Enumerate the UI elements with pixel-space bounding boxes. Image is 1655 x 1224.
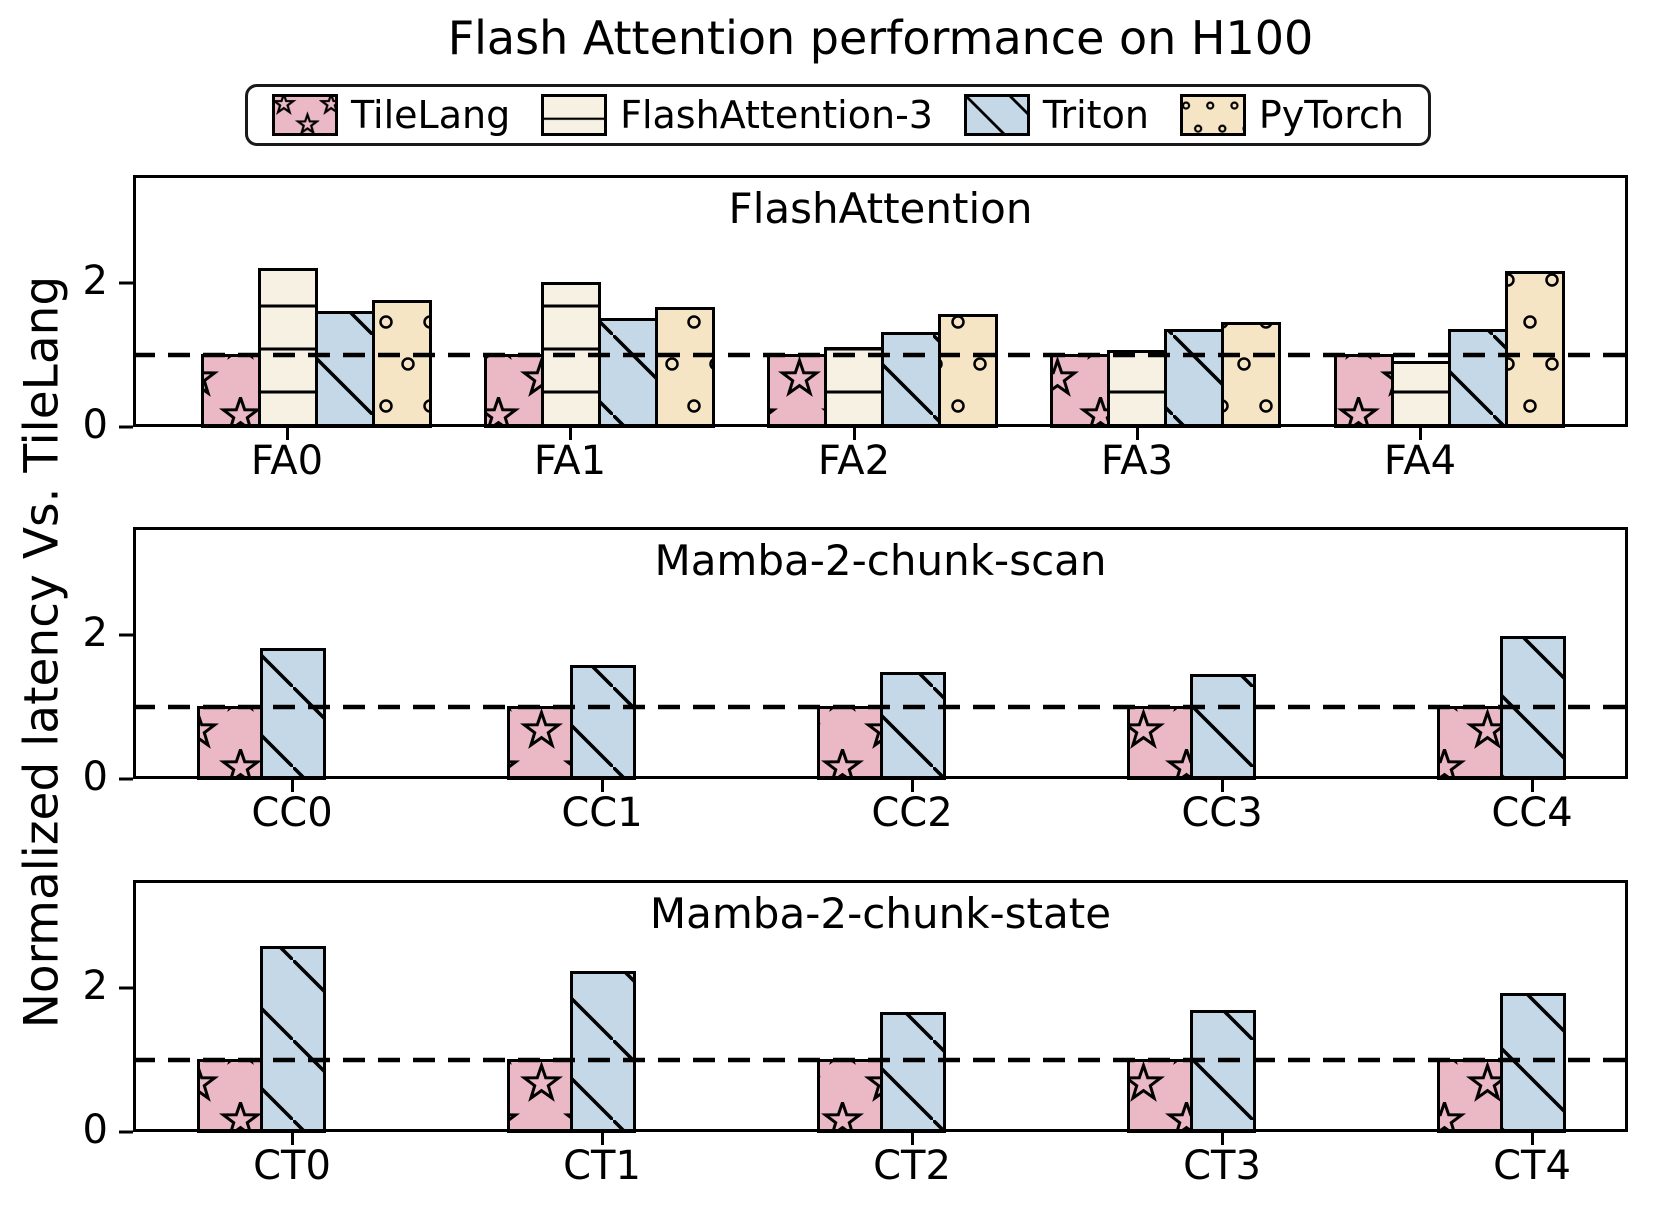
panel-border	[133, 527, 1628, 779]
legend-label: PyTorch	[1258, 93, 1404, 137]
legend-item-flashattention-3: FlashAttention-3	[541, 94, 933, 136]
bar-tilelang-fa2	[767, 354, 827, 428]
y-tick-label-0: 0	[82, 402, 108, 448]
bar-triton-fa3	[1164, 329, 1224, 428]
bar-triton-fa2	[881, 332, 941, 428]
bar-tilelang-ct0	[197, 1059, 263, 1133]
bar-flashattention-3-fa4	[1391, 361, 1451, 428]
bar-triton-cc2	[880, 672, 946, 780]
legend-swatch-star-icon	[272, 94, 338, 136]
x-tick-label-fa4: FA4	[1383, 438, 1457, 484]
bar-triton-cc0	[260, 648, 326, 780]
x-tick-label-fa2: FA2	[817, 438, 891, 484]
x-tick-label-cc0: CC0	[251, 790, 333, 836]
bar-pytorch-fa0	[372, 300, 432, 428]
bar-flashattention-3-fa3	[1107, 350, 1167, 428]
legend-swatch-dots-icon	[1179, 94, 1246, 136]
bar-tilelang-fa4	[1334, 354, 1394, 428]
bar-tilelang-ct1	[507, 1059, 573, 1133]
legend-swatch-diagonal-icon	[963, 94, 1030, 136]
panel-plot-area	[119, 175, 1628, 440]
bar-triton-ct0	[260, 946, 326, 1133]
bar-pytorch-fa3	[1221, 322, 1281, 428]
y-tick-label-2: 2	[82, 610, 108, 656]
legend-item-triton: Triton	[963, 93, 1149, 137]
legend-item-pytorch: PyTorch	[1179, 93, 1404, 137]
legend-label: FlashAttention-3	[620, 93, 933, 137]
bar-tilelang-fa1	[484, 354, 544, 428]
bar-tilelang-cc0	[197, 706, 263, 780]
bar-tilelang-ct4	[1437, 1059, 1503, 1133]
x-tick-label-cc3: CC3	[1181, 790, 1263, 836]
legend-item-tilelang: TileLang	[272, 94, 510, 136]
legend-label: Triton	[1042, 93, 1149, 137]
x-tick-label-ct4: CT4	[1493, 1143, 1571, 1189]
x-tick-label-ct1: CT1	[563, 1143, 641, 1189]
panel-title: FlashAttention	[728, 184, 1033, 233]
bar-triton-ct3	[1190, 1010, 1256, 1133]
bar-pytorch-fa4	[1505, 271, 1565, 428]
legend-label: TileLang	[351, 93, 511, 137]
bar-tilelang-cc4	[1437, 706, 1503, 780]
panel-title: Mamba-2-chunk-state	[649, 889, 1112, 938]
legend: TileLang FlashAttention-3 Triton PyTorch	[245, 84, 1431, 146]
bar-triton-fa0	[315, 311, 375, 428]
bar-triton-fa1	[598, 318, 658, 428]
bar-triton-ct1	[570, 971, 636, 1133]
bar-pytorch-fa2	[938, 314, 998, 428]
panel-title: Mamba-2-chunk-scan	[654, 536, 1107, 585]
bar-triton-ct4	[1500, 993, 1566, 1133]
bar-tilelang-cc3	[1127, 706, 1193, 780]
bar-tilelang-ct3	[1127, 1059, 1193, 1133]
bar-tilelang-ct2	[817, 1059, 883, 1133]
panel-plot-area	[119, 527, 1628, 792]
bar-tilelang-cc1	[507, 706, 573, 780]
x-tick-label-cc1: CC1	[561, 790, 643, 836]
y-tick-label-2: 2	[82, 258, 108, 304]
bar-tilelang-cc2	[817, 706, 883, 780]
panel-border	[133, 175, 1628, 427]
x-tick-label-ct3: CT3	[1183, 1143, 1261, 1189]
bar-tilelang-fa3	[1050, 354, 1110, 428]
legend-swatch-horizontal-lines-icon	[541, 94, 608, 136]
x-tick-label-ct2: CT2	[873, 1143, 951, 1189]
y-tick-label-0: 0	[82, 1107, 108, 1153]
x-tick-label-fa1: FA1	[533, 438, 607, 484]
panel-plot-area	[119, 880, 1628, 1145]
x-tick-label-cc4: CC4	[1491, 790, 1573, 836]
bar-tilelang-fa0	[201, 354, 261, 428]
bar-triton-fa4	[1448, 329, 1508, 428]
bar-triton-cc3	[1190, 674, 1256, 780]
panel-border	[133, 880, 1628, 1132]
y-tick-label-0: 0	[82, 754, 108, 800]
x-tick-label-fa3: FA3	[1100, 438, 1174, 484]
bar-triton-cc1	[570, 665, 636, 780]
x-tick-label-fa0: FA0	[250, 438, 324, 484]
bar-flashattention-3-fa2	[824, 347, 884, 428]
bar-pytorch-fa1	[655, 307, 715, 428]
x-tick-label-cc2: CC2	[871, 790, 953, 836]
figure-title: Flash Attention performance on H100	[447, 11, 1314, 65]
bar-flashattention-3-fa0	[258, 268, 318, 428]
x-tick-label-ct0: CT0	[253, 1143, 331, 1189]
y-tick-label-2: 2	[82, 963, 108, 1009]
bar-triton-ct2	[880, 1012, 946, 1133]
